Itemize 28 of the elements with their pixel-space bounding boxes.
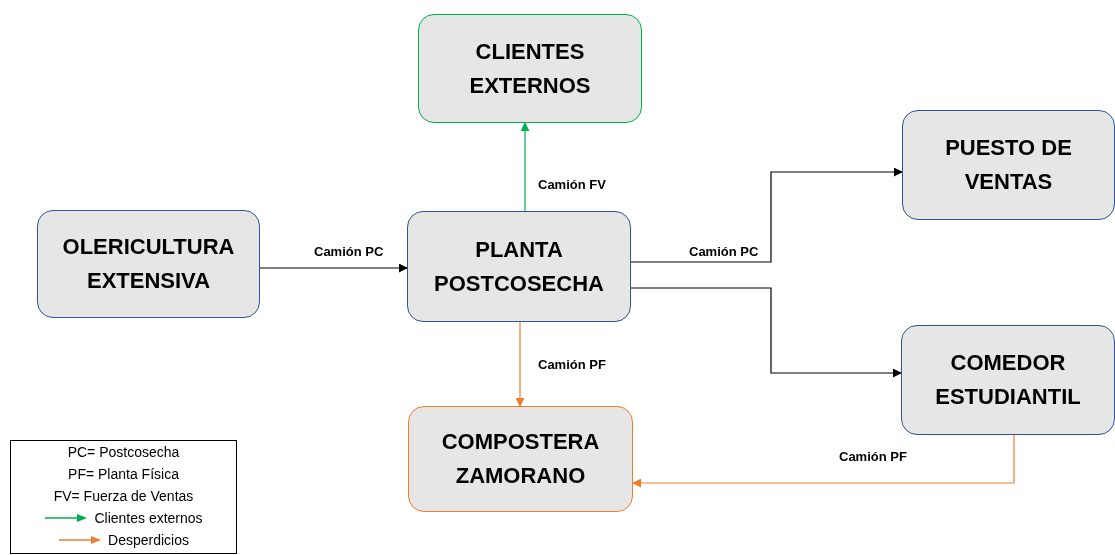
legend-label: PC= Postcosecha — [67, 444, 180, 460]
edge-label: Camión PC — [313, 244, 385, 259]
node-label: COMEDOR ESTUDIANTIL — [934, 349, 1082, 411]
arrow — [630, 167, 903, 263]
node-label: PLANTA POSTCOSECHA — [433, 235, 605, 298]
edge-label: Camión PF — [537, 357, 607, 372]
node-label: CLIENTES EXTERNOS — [468, 37, 592, 100]
process-box — [902, 110, 1115, 220]
arrow — [630, 287, 902, 378]
node-label: PUESTO DE VENTAS — [944, 134, 1073, 196]
process-box — [408, 406, 633, 512]
node-label: OLERICULTURA EXTENSIVA — [61, 233, 236, 295]
process-box — [418, 14, 642, 123]
arrow — [632, 434, 1015, 488]
legend-label: FV= Fuerza de Ventas — [53, 488, 194, 504]
legend-label: PF= Planta Física — [68, 466, 179, 482]
arrow — [520, 122, 530, 212]
edge-label: Camión PF — [838, 449, 908, 464]
edge-label: Camión PC — [688, 244, 760, 259]
arrow — [515, 321, 525, 407]
process-box — [901, 325, 1115, 435]
legend-label: Clientes externos — [94, 510, 203, 526]
process-box — [407, 211, 631, 322]
edge-label: Camión FV — [537, 177, 607, 192]
node-label: COMPOSTERA ZAMORANO — [440, 428, 601, 490]
process-box — [37, 210, 260, 318]
arrow — [259, 263, 408, 273]
legend-label: Desperdicios — [108, 532, 189, 548]
